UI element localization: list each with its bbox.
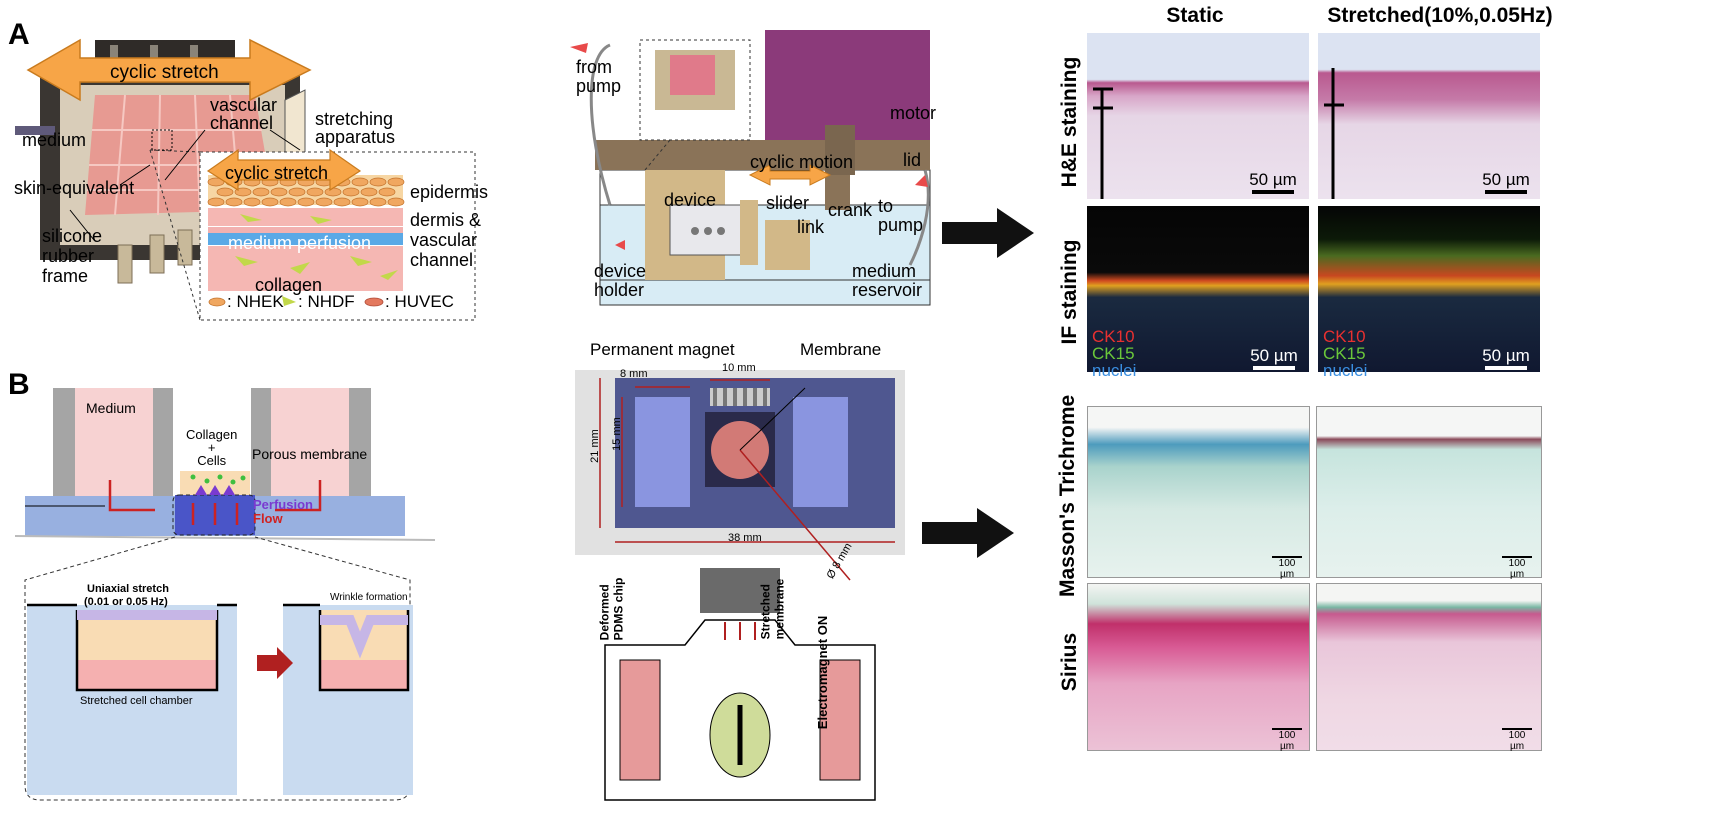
label-medium-reservoir: medium reservoir	[852, 261, 923, 300]
label-cyclic-stretch-inset: cyclic stretch	[225, 163, 329, 183]
label-uniaxial-stretch: Uniaxial stretch	[87, 583, 169, 595]
if-stretched-legend-ck15: CK15	[1323, 344, 1366, 363]
label-deformed-chip: Deformed PDMS chip	[597, 577, 626, 641]
sirius-stretched-scalebar: 100 µm	[1502, 728, 1532, 752]
legend-huvec: : HUVEC	[385, 292, 454, 311]
label-collagen-cells: Collagen + Cells	[186, 427, 238, 468]
if-static-legend-ck10: CK10	[1092, 327, 1135, 346]
label-vascular-channel: vascular channel	[210, 95, 278, 133]
label-frequency: (0.01 or 0.05 Hz)	[84, 596, 168, 608]
label-cyclic-motion: cyclic motion	[750, 152, 854, 172]
label-electromagnet: Electromagnet ON	[815, 615, 831, 730]
he-static-markers	[1093, 87, 1113, 199]
label-dim-15mm: 15 mm	[610, 417, 623, 451]
label-motor: motor	[890, 103, 937, 123]
label-membrane: Membrane	[800, 340, 882, 359]
panel-b-label: B	[8, 368, 30, 401]
column-static: Static	[1166, 4, 1224, 27]
sirius-static-scale-text: 100 µm	[1278, 730, 1296, 752]
label-wrinkle: Wrinkle formation	[330, 592, 408, 603]
if-stretched-legend: CK10 CK15 nuclei	[1323, 328, 1367, 379]
label-slider: slider	[766, 193, 810, 213]
label-perfusion: Perfusion	[253, 497, 313, 512]
label-dermis: dermis & vascular channel	[410, 210, 482, 270]
he-stretched-markers	[1324, 68, 1344, 199]
label-flow: Flow	[253, 511, 283, 526]
legend-nhek: : NHEK	[227, 292, 284, 311]
label-permanent-magnet: Permanent magnet	[590, 340, 735, 359]
arrow-top	[942, 208, 1034, 258]
if-static-scalebar: 50 µm	[1248, 346, 1300, 370]
he-stretched-scale-text: 50 µm	[1482, 170, 1530, 189]
if-static-image	[1087, 206, 1309, 372]
row-if-staining: IF staining	[1058, 239, 1081, 345]
label-dim-8mm: 8 mm	[620, 368, 648, 380]
label-collagen: collagen	[255, 275, 323, 295]
row-sirius: Sirius	[1058, 632, 1081, 692]
if-stretched-legend-nuclei: nuclei	[1323, 361, 1368, 380]
if-stretched-scalebar: 50 µm	[1480, 346, 1532, 370]
label-lid: lid	[903, 150, 922, 170]
if-stretched-image	[1318, 206, 1540, 372]
label-silicone-frame: silicone rubber frame	[42, 226, 103, 286]
label-device-holder: device holder	[594, 261, 647, 300]
masson-static-scale-text: 100 µm	[1278, 558, 1296, 580]
if-static-legend-ck15: CK15	[1092, 344, 1135, 363]
label-medium-perfusion: medium perfusion	[228, 233, 372, 253]
he-static-scale-text: 50 µm	[1249, 170, 1297, 189]
label-stretching-apparatus: stretching apparatus	[315, 109, 396, 147]
if-static-legend-nuclei: nuclei	[1092, 361, 1137, 380]
sirius-stretched-image	[1316, 583, 1542, 751]
label-skin-equivalent: skin-equivalent	[14, 178, 135, 198]
he-stretched-scalebar: 50 µm	[1480, 170, 1532, 194]
he-stretched-image	[1318, 33, 1540, 199]
label-chamber: Stretched cell chamber	[80, 695, 193, 707]
column-stretched: Stretched(10%,0.05Hz)	[1327, 4, 1553, 27]
if-static-scale-text: 50 µm	[1250, 346, 1298, 365]
label-dim-21mm: 21 mm	[588, 429, 601, 463]
label-link: link	[797, 217, 825, 237]
if-stretched-scale-text: 50 µm	[1482, 346, 1530, 365]
magnet-chip-diagram	[575, 370, 905, 801]
masson-stretched-image	[1316, 406, 1542, 578]
masson-stretched-scale-text: 100 µm	[1508, 558, 1526, 580]
sirius-stretched-scale-text: 100 µm	[1508, 730, 1526, 752]
label-dim-38mm: 38 mm	[728, 532, 762, 544]
label-epidermis: epidermis	[410, 182, 489, 202]
arrow-bottom	[922, 508, 1014, 558]
sirius-static-image	[1087, 583, 1310, 751]
he-static-scalebar: 50 µm	[1248, 170, 1298, 194]
masson-stretched-scalebar: 100 µm	[1502, 556, 1532, 580]
he-static-image	[1087, 33, 1309, 199]
skin-chip-diagram	[15, 38, 476, 321]
panel-a-label: A	[8, 18, 30, 51]
motion-device-diagram	[570, 30, 931, 306]
label-porous-membrane: Porous membrane	[252, 446, 368, 462]
legend-nhdf: : NHDF	[298, 292, 355, 311]
sirius-static-scalebar: 100 µm	[1272, 728, 1302, 752]
label-dim-10mm: 10 mm	[722, 362, 756, 374]
label-medium: medium	[22, 130, 87, 150]
row-he-staining: H&E staining	[1058, 56, 1081, 188]
label-crank: crank	[828, 200, 873, 220]
label-chip-medium: Medium	[86, 400, 136, 416]
if-static-legend: CK10 CK15 nuclei	[1092, 328, 1136, 379]
masson-static-scalebar: 100 µm	[1272, 556, 1302, 580]
perfusion-chip-diagram	[15, 388, 435, 801]
label-cyclic-stretch-top: cyclic stretch	[110, 62, 219, 83]
label-to-pump: to pump	[878, 196, 924, 235]
masson-static-image	[1087, 406, 1310, 578]
if-stretched-legend-ck10: CK10	[1323, 327, 1366, 346]
label-device: device	[664, 190, 717, 210]
label-stretched-membrane: Stretched membrane	[758, 578, 787, 640]
row-masson: Masson's Trichrome	[1056, 394, 1079, 597]
label-from-pump: from pump	[576, 57, 622, 96]
